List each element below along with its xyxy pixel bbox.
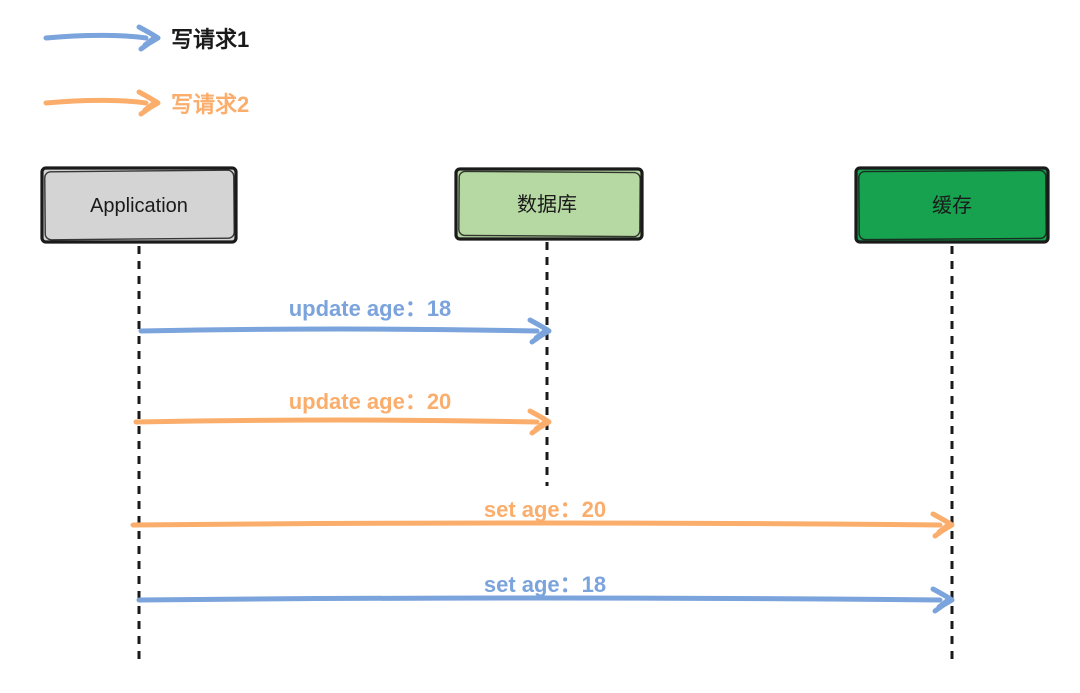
actor-box-database-sketch-outline [458,170,641,238]
legend-item-write-request-1: 写请求1 [43,24,249,52]
message-update-age-18: update age：18 [138,296,552,345]
message-1-arrowhead [527,317,552,345]
message-2-line [133,417,540,425]
message-4-line [136,595,943,603]
actor-application: Application [40,166,238,244]
message-update-age-20: update age：20 [133,389,552,436]
legend-arrow-write-request-2-head [136,89,161,117]
message-3-label: set age：20 [484,497,606,522]
message-4-arrowhead [930,586,955,614]
message-1-line [138,326,540,334]
legend: 写请求1 写请求2 [43,24,249,117]
message-4-label: set age：18 [484,572,606,597]
legend-arrow-write-request-2-line [43,97,149,106]
message-set-age-18: set age：18 [136,572,955,614]
actor-box-cache [854,166,1050,244]
message-set-age-20: set age：20 [130,497,955,539]
message-1-label: update age：18 [289,296,452,321]
actor-box-application-sketch-outline [44,169,235,241]
legend-label-write-request-2: 写请求2 [171,92,249,117]
actor-label-application: Application [90,195,188,217]
actor-database: 数据库 [454,167,644,241]
actor-label-database: 数据库 [517,193,577,216]
legend-arrow-write-request-1-line [43,32,149,41]
legend-item-write-request-2: 写请求2 [43,89,249,117]
actor-box-application [40,166,238,244]
message-2-label: update age：20 [289,389,452,414]
message-2-arrowhead [527,408,552,436]
message-3-line [130,520,943,528]
actor-box-database [454,167,644,241]
legend-arrow-write-request-1-head [136,24,161,52]
legend-label-write-request-1: 写请求1 [171,27,249,52]
actor-cache: 缓存 [854,166,1050,244]
actor-box-cache-sketch-outline [858,169,1047,241]
message-3-arrowhead [930,511,955,539]
actor-label-cache: 缓存 [932,194,972,217]
